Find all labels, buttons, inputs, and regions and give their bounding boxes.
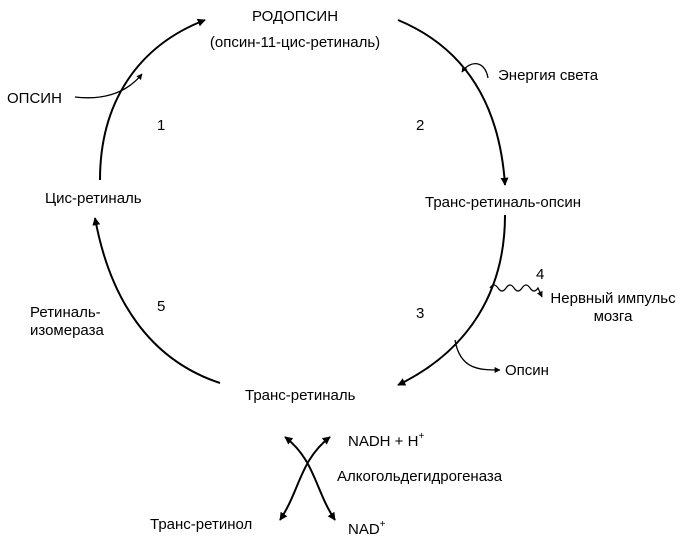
nadh-superscript: + (418, 431, 425, 442)
arc-trans-opsin-to-trans-retinal (397, 214, 506, 386)
arc-trans-retinal-to-cis (92, 217, 221, 384)
arrow-opsin-in (74, 73, 143, 99)
trans-retinal-label: Транс-ретиналь (245, 387, 356, 404)
rhodopsin-label: РОДОПСИН (251, 8, 339, 25)
step-number-1: 1 (157, 117, 166, 134)
nad-text: NAD (348, 521, 380, 538)
arc-rhodopsin-to-trans-opsin (397, 19, 509, 186)
nad-superscript: + (379, 519, 386, 530)
arc-cis-to-rhodopsin (99, 18, 206, 181)
nad-label: NAD+ (348, 516, 386, 538)
arrow-opsin-out (454, 339, 501, 373)
nadh-text: NADH + H (348, 433, 419, 450)
step-number-2: 2 (416, 117, 425, 134)
nerve-impulse-label-line2: мозга (593, 308, 633, 325)
step-number-5: 5 (157, 298, 166, 315)
rhodopsin-sub-label: (опсин-11-цис-ретиналь) (209, 34, 381, 51)
cis-retinal-label: Цис-ретиналь (45, 190, 142, 207)
isomerase-label-line1: Ретиналь- (30, 304, 101, 321)
trans-retinol-label: Транс-ретинол (150, 516, 253, 533)
step-number-4: 4 (536, 266, 545, 283)
nadh-label: NADH + H+ (348, 428, 424, 450)
trans-retinal-opsin-label: Транс-ретиналь-опсин (425, 194, 582, 211)
step-number-3: 3 (416, 305, 425, 322)
arrow-light-energy (461, 63, 489, 79)
dehydrogenase-label: Алкогольдегидрогеназа (337, 468, 503, 485)
nerve-impulse-label-line1: Нервный импульс (550, 290, 676, 307)
arrow-to-nad (284, 436, 336, 521)
arrow-nerve-impulse (489, 284, 543, 298)
opsin-output-label: Опсин (505, 362, 549, 379)
light-energy-label: Энергия света (498, 67, 599, 84)
arrow-to-trans-retinol (279, 436, 331, 521)
opsin-input-label: ОПСИН (7, 90, 62, 107)
isomerase-label-line2: изомераза (30, 322, 104, 339)
